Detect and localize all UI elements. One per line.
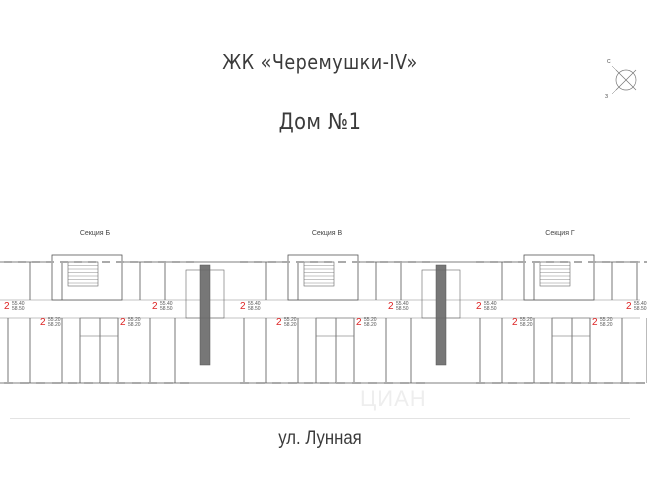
room-count: 2 xyxy=(40,317,46,328)
compass-icon xyxy=(611,65,637,95)
stair-well xyxy=(67,261,99,287)
apartment-area: 55.40 xyxy=(160,301,173,307)
apartment-total-area: 58.50 xyxy=(634,306,647,312)
compass-north: С xyxy=(607,59,611,65)
watermark: ЦИАН xyxy=(360,386,427,411)
apartment-area: 55.40 xyxy=(248,301,261,307)
street-label: ул. Лунная xyxy=(278,428,362,449)
apartment-total-area: 58.20 xyxy=(128,322,141,328)
apartment-total-area: 58.50 xyxy=(484,306,497,312)
stair-block xyxy=(51,254,123,301)
apartment-area: 55.40 xyxy=(12,301,25,307)
apartment-total-area: 58.50 xyxy=(248,306,261,312)
bathroom xyxy=(551,317,573,337)
section-label-b: Секция Б xyxy=(79,230,111,237)
apartment-total-area: 58.20 xyxy=(48,322,61,328)
section-label-g: Секция Г xyxy=(545,230,575,237)
stair-well xyxy=(539,261,571,287)
apartment-total-area: 58.20 xyxy=(364,322,377,328)
apartment-total-area: 58.50 xyxy=(160,306,173,312)
house-title: Дом №1 xyxy=(278,110,362,135)
bathroom xyxy=(571,317,591,337)
apartment-total-area: 58.20 xyxy=(600,322,613,328)
apartment-area: 55.40 xyxy=(484,301,497,307)
room-count: 2 xyxy=(120,317,126,328)
apartment-area: 55.20 xyxy=(364,317,377,323)
room-count: 2 xyxy=(152,301,158,312)
street-line xyxy=(10,418,630,419)
apartment-area: 55.20 xyxy=(520,317,533,323)
room-count: 2 xyxy=(592,317,598,328)
apartment-area: 55.20 xyxy=(128,317,141,323)
apartment-area: 55.20 xyxy=(600,317,613,323)
structural-column xyxy=(199,264,211,366)
room-count: 2 xyxy=(356,317,362,328)
elevator-lobby xyxy=(185,269,225,319)
room-count: 2 xyxy=(388,301,394,312)
room-count: 2 xyxy=(240,301,246,312)
compass-rose: С З xyxy=(600,56,640,102)
section-label-v: Секция В xyxy=(311,230,343,237)
apartment-area: 55.40 xyxy=(396,301,409,307)
room-count: 2 xyxy=(626,301,632,312)
complex-title: ЖК «Черемушки-IV» xyxy=(222,50,418,74)
apartment-total-area: 58.20 xyxy=(284,322,297,328)
apartment-total-area: 58.50 xyxy=(396,306,409,312)
apartment-area: 55.40 xyxy=(634,301,647,307)
compass-west: З xyxy=(605,94,609,100)
stair-well xyxy=(303,261,335,287)
room-count: 2 xyxy=(4,301,10,312)
apartment-total-area: 58.20 xyxy=(520,322,533,328)
apartment-total-area: 58.50 xyxy=(12,306,25,312)
bathroom xyxy=(315,317,337,337)
structural-column xyxy=(435,264,447,366)
apartment-area: 55.20 xyxy=(284,317,297,323)
room-count: 2 xyxy=(512,317,518,328)
elevator-lobby xyxy=(421,269,461,319)
bathroom xyxy=(335,317,355,337)
room-count: 2 xyxy=(476,301,482,312)
room-count: 2 xyxy=(276,317,282,328)
bathroom xyxy=(79,317,101,337)
apartment-area: 55.20 xyxy=(48,317,61,323)
bathroom xyxy=(99,317,119,337)
